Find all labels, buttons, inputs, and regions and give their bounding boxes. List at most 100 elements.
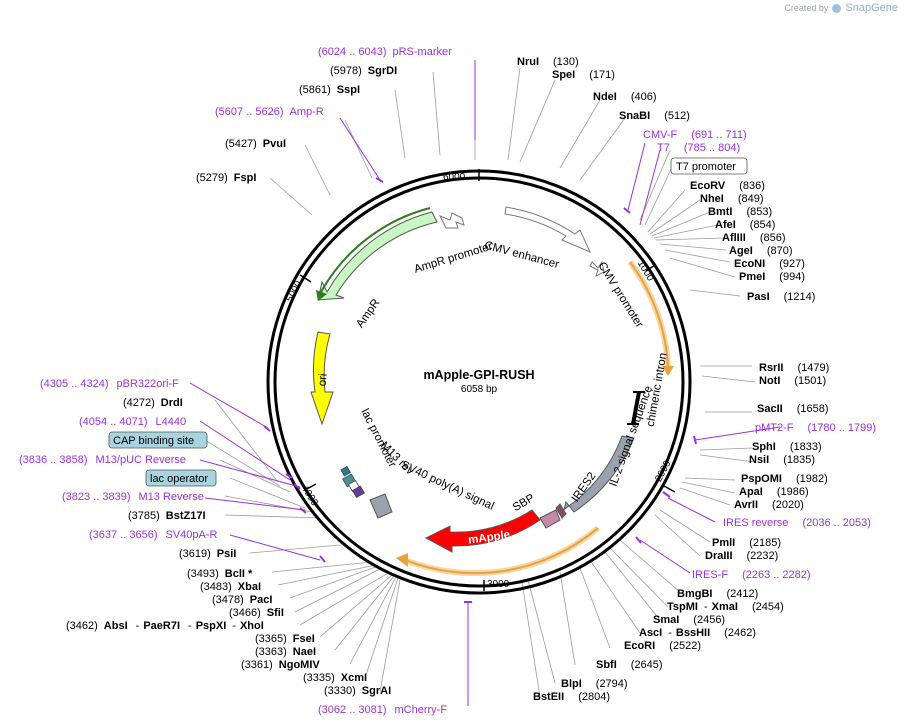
site-sgrai: (3330)SgrAI — [324, 685, 391, 697]
site-psii: (3619)PsiI — [179, 548, 236, 560]
site-ndei: NdeI(406) — [593, 91, 657, 103]
label-cmv-enhancer: CMV enhancer — [483, 240, 560, 271]
ampr-orf-line — [320, 207, 431, 293]
site-bmgbi: BmgBI(2412) — [677, 588, 758, 600]
label-mapple: mApple — [467, 529, 510, 547]
site-pvui: (5427)PvuI — [225, 138, 286, 150]
plasmid-length: 6058 bp — [461, 384, 498, 395]
site-ngomiv: (3361)NgoMIV — [241, 659, 320, 671]
site-naei: (3363)NaeI — [255, 646, 316, 658]
ring-tick-marks — [299, 169, 676, 591]
site-econi: EcoNI(927) — [734, 258, 805, 270]
created-by-text: Created by — [784, 3, 829, 13]
site-afliii: AflIII(856) — [722, 232, 786, 244]
feature-cmv-enhancer-arrow — [504, 206, 591, 253]
feature-cap-binding-site-label: CAP binding site — [113, 435, 194, 447]
site-snabi: SnaBI(512) — [619, 110, 690, 122]
primer-cmv-f: CMV-F(691 .. 711) — [643, 129, 747, 141]
site-ecorv: EcoRV(836) — [690, 180, 765, 192]
site-sgrdi: (5978)SgrDI — [330, 65, 397, 77]
orf-arc-cmv-arrow-icon — [662, 366, 674, 376]
site-agei: AgeI(870) — [729, 245, 793, 257]
feature-lac-operator-label: lac operator — [150, 473, 208, 485]
site-apai: ApaI(1986) — [739, 486, 809, 498]
site-absi-group: (3462)AbsI-PaeR7I-PspXI-XhoI — [66, 620, 264, 632]
tick-label-6000: 6000 — [443, 172, 466, 183]
site-pmli: PmlI(2185) — [712, 537, 781, 549]
orf-arc-mapple-arrow-icon — [396, 553, 408, 567]
feature-sbp-arrow — [539, 509, 561, 529]
site-avrii: AvrII(2020) — [734, 499, 804, 511]
primer-ires-reverse: IRES reverse(2036 .. 2053) — [723, 517, 871, 529]
site-sbfi: SbfI(2645) — [596, 659, 663, 671]
site-nhei: NheI(849) — [700, 193, 764, 205]
site-draiii: DraIII(2232) — [705, 550, 778, 562]
site-pmei: PmeI(994) — [739, 271, 805, 283]
feature-ampr-promoter-arrow — [438, 212, 465, 229]
site-nsii: NsiI(1835) — [749, 454, 815, 466]
primer-prs-marker: (6024 .. 6043)pRS-marker — [318, 46, 452, 58]
site-xcmi: (3335)XcmI — [303, 672, 367, 684]
feature-ampr-arrow — [317, 211, 438, 301]
feature-il2-signal-arrow — [555, 503, 567, 519]
backbone-ring-outer — [266, 169, 692, 595]
t7-promoter-box — [670, 157, 748, 175]
site-pasi: PasI(1214) — [747, 291, 815, 303]
site-fsei: (3365)FseI — [255, 633, 315, 645]
site-bcli: (3493)BclI * — [187, 568, 253, 580]
site-asci-bsshii: AscI-BssHII(2462) — [639, 627, 756, 639]
primer-m13-puc-reverse: (3836 .. 3858)M13/pUC Reverse — [19, 454, 186, 466]
feature-cap-site-block — [340, 465, 352, 477]
site-sfii: (3466)SfiI — [229, 607, 284, 619]
leader-lines — [204, 60, 756, 698]
primer-pmt2-f: pMT2-F(1780 .. 1799) — [755, 422, 876, 434]
site-noti: NotI(1501) — [759, 375, 826, 387]
primer-amp-r: (5607 .. 5626)Amp-R — [215, 106, 324, 118]
feature-lac-promoter-block — [351, 485, 365, 499]
plasmid-name: mApple-GPI-RUSH — [423, 368, 534, 382]
site-bsteii: BstEII(2804) — [533, 691, 610, 703]
site-pspomi: PspOMI(1982) — [741, 473, 828, 485]
site-sspi: (5861)SspI — [299, 84, 360, 96]
label-il2-signal: IL-2 signal sequence — [608, 384, 656, 488]
site-smai: SmaI(2456) — [653, 614, 725, 626]
snapgene-logo-icon — [832, 3, 842, 13]
primer-marks — [263, 177, 697, 603]
feature-chimeric-intron — [631, 391, 641, 425]
site-afei: AfeI(854) — [715, 219, 775, 231]
lac-operator-box — [145, 469, 217, 487]
backbone-ring-inner — [273, 176, 685, 588]
feature-mapple-arrow — [424, 509, 541, 553]
feature-ori-arrow — [310, 331, 334, 426]
primer-leaders — [189, 60, 781, 706]
site-ecori: EcoRI(2522) — [624, 640, 701, 652]
site-tspmi-xmai: TspMI-XmaI(2454) — [667, 601, 784, 613]
feature-cmv-promoter-arrow — [589, 260, 605, 277]
primer-t7: T7(785 .. 804) — [657, 142, 740, 154]
snapgene-watermark: Created by SnapGene — [784, 2, 898, 14]
site-rsrii: RsrII(1479) — [759, 362, 829, 374]
primer-m13-reverse: (3823 .. 3839)M13 Reverse — [62, 491, 204, 503]
site-xbai: (3483)XbaI — [200, 581, 261, 593]
label-ampr-promoter: AmpR promoter — [413, 240, 494, 275]
site-bstz17i: (3785)BstZ17I — [128, 510, 206, 522]
site-drdi: (4272)DrdI — [123, 397, 183, 409]
tick-label-3000: 3000 — [487, 579, 510, 590]
site-nrui: NruI(130) — [517, 56, 579, 68]
cap-binding-site-box — [108, 431, 208, 449]
feature-sv40-polya-block — [369, 493, 393, 519]
site-sacii: SacII(1658) — [757, 403, 828, 415]
primer-mcherry-f: (3062 .. 3081)mCherry-F — [318, 704, 447, 716]
site-bmti: BmtI(853) — [708, 206, 772, 218]
label-ampr: AmpR — [354, 297, 382, 330]
primer-pbr322ori-f: (4305 .. 4324)pBR322ori-F — [40, 378, 179, 390]
site-blpi: BlpI(2794) — [561, 678, 628, 690]
primer-ires-f: IRES-F(2263 .. 2282) — [692, 569, 811, 581]
primer-l4440: (4054 .. 4071)L4440 — [79, 416, 186, 428]
snapgene-brand-text: SnapGene — [845, 2, 898, 14]
site-spei: SpeI(171) — [552, 69, 615, 81]
site-fspi: (5279)FspI — [196, 172, 256, 184]
label-sv40-polya: SV40 poly(A) signal — [399, 459, 496, 513]
feature-ires2-arrow — [559, 435, 635, 520]
